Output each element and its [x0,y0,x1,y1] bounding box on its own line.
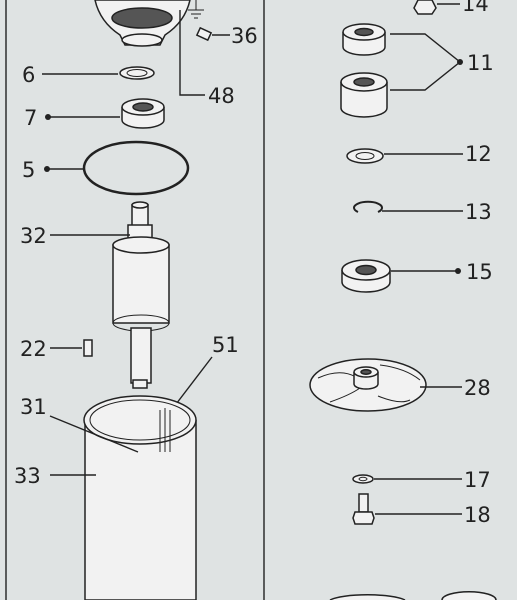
bolt-18-part [352,493,375,525]
callout-7: 7 [24,106,37,130]
washer-12-part [346,148,384,164]
callout-5: 5 [22,158,35,182]
callout-13: 13 [465,200,492,224]
leader-11-dot [457,59,463,65]
callout-17: 17 [464,468,491,492]
callout-15: 15 [466,260,493,284]
rotor-shaft-32-part [112,201,170,389]
callout-32: 32 [20,224,47,248]
bearing-7-part [121,98,165,129]
snap-ring-13-part [353,200,383,213]
washer-6-part [119,66,155,80]
nut-14-part [413,0,437,15]
callout-22: 22 [20,337,47,361]
screw-36-part [195,26,213,42]
callout-51: 51 [212,333,239,357]
motor-cap-part [94,0,191,47]
key-22-part [83,339,93,357]
callout-33: 33 [14,464,41,488]
callout-28: 28 [464,376,491,400]
seal-11-lower-part [340,72,388,118]
callout-31: 31 [20,395,47,419]
callout-18: 18 [464,503,491,527]
leader-48 [179,10,205,96]
callout-11: 11 [467,51,494,75]
ground-terminal-part [188,0,204,19]
callout-12: 12 [465,142,492,166]
impeller-28-part [309,358,427,412]
callout-48: 48 [208,84,235,108]
callout-6: 6 [22,63,35,87]
oring-5-part [82,140,190,196]
seal-11-upper-part [342,23,386,56]
seat-15-part [341,259,391,293]
leader-11 [390,33,462,91]
leader-31 [49,415,139,453]
bottom-parts-cutoff [329,590,497,600]
stator-housing-33-part [83,395,197,600]
callout-14: 14 [462,0,489,16]
leader-15-dot [455,268,461,274]
callout-36: 36 [231,24,258,48]
washer-17-part [352,474,374,484]
